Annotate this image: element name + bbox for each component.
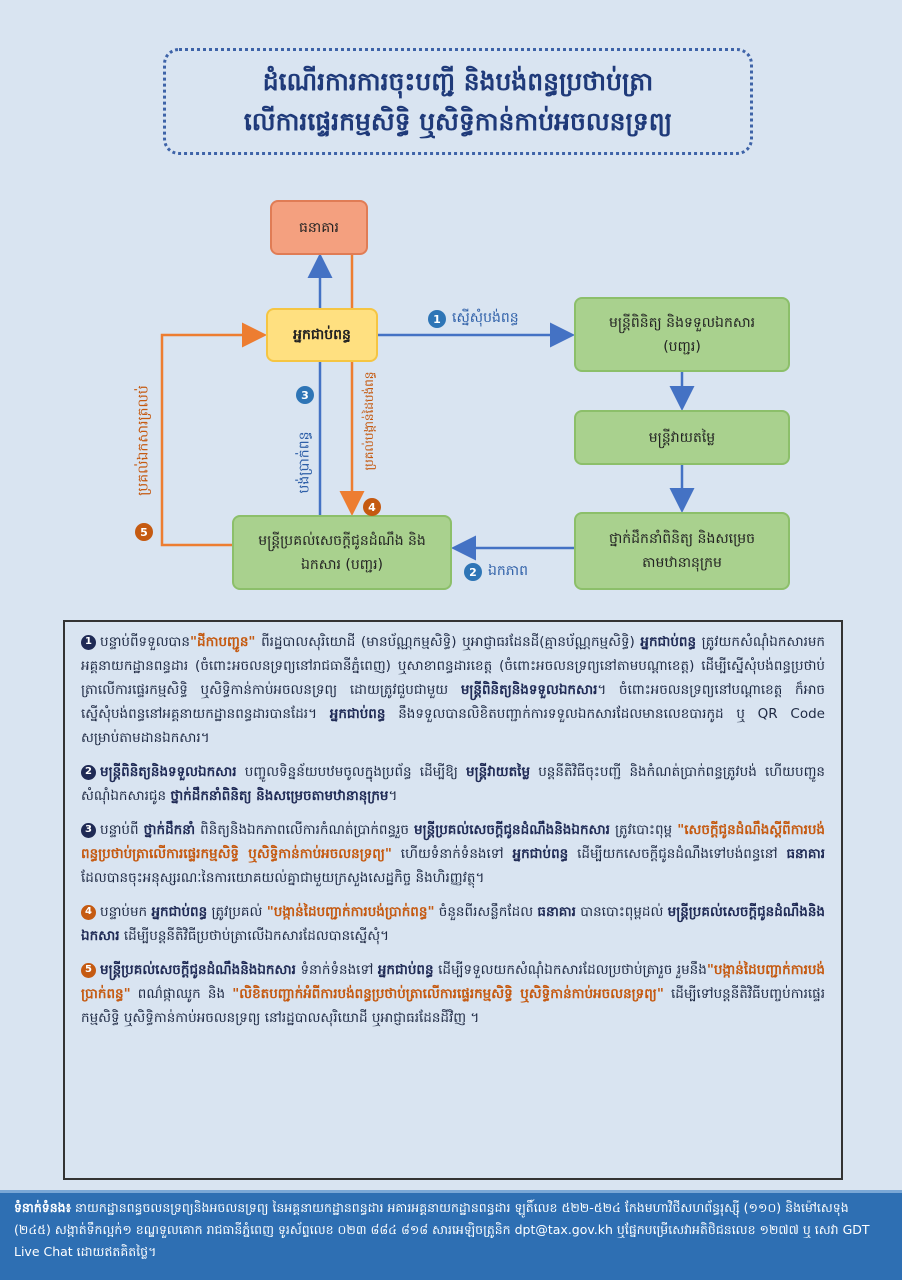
taxpayer-box: អ្នកជាប់ពន្ធ xyxy=(266,308,378,362)
bank-label: ធនាគារ xyxy=(299,219,339,236)
step-4-badge: 4 xyxy=(363,498,381,516)
paragraph-text: បន្ទាប់ពីទទួលបាន xyxy=(100,634,190,650)
role-name: ថ្នាក់ដឹកនាំ xyxy=(143,822,196,838)
paragraph-text: បន្តនីតិវិធីចុះបញ្ជី និងកំណត់ប្រាក់ពន្ធត… xyxy=(81,764,825,804)
bank-box: ធនាគារ xyxy=(270,200,368,255)
paragraph-text: ពីរដ្ឋបាលសុរិយោដី (មានប័ណ្ណកម្មសិទ្ធិ) ឬ… xyxy=(255,634,641,650)
paragraph-text: ហើយទំនាក់ទំនងទៅ xyxy=(391,846,513,862)
role-name: អ្នកជាប់ពន្ធ xyxy=(640,634,697,650)
step-1-label: ស្នើសុំបង់ពន្ធ xyxy=(452,310,519,326)
role-name: មន្ត្រីប្រគល់សេចក្ដីជូនដំណឹងនិងឯកសារ xyxy=(414,822,610,838)
title-box: ដំណើរការការចុះបញ្ជី និងបង់ពន្ធប្រថាប់ត្រ… xyxy=(163,48,753,155)
contact-footer: ទំនាក់ទំនង៖ នាយកដ្ឋានពន្ធចលនទ្រព្យនិងអចល… xyxy=(0,1190,902,1280)
delivery-officer-label: មន្ត្រីប្រគល់សេចក្ដីជូនដំណឹង និងឯកសារ (ប… xyxy=(258,532,426,573)
step-number-badge: 4 xyxy=(81,904,96,920)
quoted-document-name: "បង្កាន់ដៃបញ្ជាក់ការបង់ប្រាក់ពន្ធ" xyxy=(81,962,825,1002)
quoted-document-name: "សេចក្ដីជូនដំណឹងស្ដីពីការបង់ពន្ធប្រថាប់ត… xyxy=(81,822,825,862)
role-name: មន្ត្រីពិនិត្យនិងទទួលឯកសារ xyxy=(460,682,598,698)
role-name: ធនាគារ xyxy=(786,846,825,862)
paragraph-text: បន្ទាប់មក xyxy=(100,904,152,920)
paragraph-text: បន្ទាប់ពី xyxy=(100,822,144,838)
step-2-label: ឯកភាព xyxy=(488,563,528,579)
role-name: មន្ត្រីវាយតម្លៃ xyxy=(466,764,531,780)
quoted-document-name: "លិខិតបញ្ជាក់អំពីការបង់ពន្ធប្រថាប់ត្រាលើ… xyxy=(232,986,664,1002)
contact-label: ទំនាក់ទំនង៖ xyxy=(14,1200,72,1215)
reception-officer-label: មន្ត្រីពិនិត្យ និងទទួលឯកសារ (បញ្ជរ) xyxy=(608,314,756,355)
step-4-label: ប្រគល់បង្កាន់ដៃបង់ពន្ធ xyxy=(362,371,376,471)
delivery-officer-box: មន្ត្រីប្រគល់សេចក្ដីជូនដំណឹង និងឯកសារ (ប… xyxy=(232,515,452,590)
role-name: មន្ត្រីប្រគល់សេចក្ដីជូនដំណឹងនិងឯកសារ xyxy=(81,904,825,944)
step-number-badge: 1 xyxy=(81,634,96,650)
step-5-label: ប្រគល់ឯកសារត្រលប់ xyxy=(135,385,152,496)
arrow-step-5 xyxy=(160,322,267,547)
valuation-officer-label: មន្ត្រីវាយតម្លៃ xyxy=(648,429,716,446)
paragraph-text: ដើម្បីទទួលយកសំណុំឯកសារដែលប្រថាប់ត្រារួច … xyxy=(433,962,707,978)
paragraph-text: ត្រូវប្រគល់ xyxy=(207,904,267,920)
role-name: អ្នកជាប់ពន្ធ xyxy=(377,962,434,978)
step-5-badge: 5 xyxy=(135,523,153,541)
quoted-document-name: "ដីកាបញ្ជូន" xyxy=(189,634,256,650)
leadership-box: ថ្នាក់ដឹកនាំពិនិត្យ និងសម្រេច តាមឋានានុក… xyxy=(574,512,790,590)
step-number-badge: 3 xyxy=(81,822,96,838)
paragraph-text: ដើម្បីបន្តនីតិវិធីប្រថាប់ត្រាលើឯកសារដែលប… xyxy=(119,928,390,944)
paragraph-text: ។ xyxy=(388,788,398,804)
role-name: មន្ត្រីប្រគល់សេចក្ដីជូនដំណឹងនិងឯកសារ xyxy=(100,962,296,978)
title-line-2: លើការផ្ទេរកម្មសិទ្ធិ ឬសិទ្ធិកាន់កាប់អចលន… xyxy=(243,106,673,136)
paragraph-text: បានបោះពុម្ពដល់ xyxy=(575,904,668,920)
role-name: មន្ត្រីពិនិត្យនិងទទួលឯកសារ xyxy=(100,764,237,780)
paragraph-text: ត្រូវបោះពុម្ព xyxy=(609,822,678,838)
step-number-badge: 2 xyxy=(81,764,96,780)
paragraph-text: ដើម្បីទៅបន្តនីតិវិធីបញ្ចប់ការផ្ទេរកម្មសិ… xyxy=(81,986,826,1026)
title-line-1: ដំណើរការការចុះបញ្ជី និងបង់ពន្ធប្រថាប់ត្រ… xyxy=(262,66,654,96)
paragraph-text: ចំនួនពីរសន្លឹកដែល xyxy=(434,904,538,920)
role-name: អ្នកជាប់ពន្ធ xyxy=(512,846,569,862)
role-name: អ្នកជាប់ពន្ធ xyxy=(329,706,386,722)
contact-text: នាយកដ្ឋានពន្ធចលនទ្រព្យនិងអចលនទ្រព្យ នៃអគ… xyxy=(14,1200,870,1259)
role-name: អ្នកជាប់ពន្ធ xyxy=(151,904,208,920)
quoted-document-name: "បង្កាន់ដៃបញ្ជាក់ការបង់ប្រាក់ពន្ធ" xyxy=(266,904,435,920)
paragraph-text: ត្រូវយកសំណុំឯកសារមកអគ្គនាយកដ្ឋានពន្ធដារ … xyxy=(81,634,826,698)
reception-officer-box: មន្ត្រីពិនិត្យ និងទទួលឯកសារ (បញ្ជរ) xyxy=(574,297,790,372)
role-name: ធនាគារ xyxy=(537,904,576,920)
taxpayer-label: អ្នកជាប់ពន្ធ xyxy=(293,327,351,343)
valuation-officer-box: មន្ត្រីវាយតម្លៃ xyxy=(574,410,790,465)
paragraph-text: ដើម្បីយកសេចក្ដីជូនដំណឹងទៅបង់ពន្ធនៅ xyxy=(568,846,787,862)
paragraph-text: ពណ៌ផ្កាឈូក និង xyxy=(130,986,233,1002)
paragraph-text: ដែលបានចុះអនុស្សរណៈនៃការយោគយល់គ្នាជាមួយក្… xyxy=(81,870,485,886)
flow-arrows xyxy=(160,253,695,561)
step-2-badge: 2 xyxy=(464,563,482,581)
step-3-badge: 3 xyxy=(296,386,314,404)
role-name: ថ្នាក់ដឹកនាំពិនិត្យ និងសម្រេចតាមឋានានុក្… xyxy=(170,788,389,804)
step-number-badge: 5 xyxy=(81,962,96,978)
step-3-label: បង់ប្រាក់ពន្ធ xyxy=(296,431,313,494)
leadership-label: ថ្នាក់ដឹកនាំពិនិត្យ និងសម្រេច តាមឋានានុក… xyxy=(608,531,756,571)
paragraph-text: ពិនិត្យនិងឯកភាពលើការកំណត់ប្រាក់ពន្ធរួច xyxy=(195,822,415,838)
paragraph-text: ទំនាក់ទំនងទៅ xyxy=(295,962,378,978)
paragraph-text: បញ្ចូលទិន្នន័យបឋមចូលក្នុងប្រព័ន្ធ ដើម្បី… xyxy=(236,764,467,780)
paragraph-text: នឹងទទួលបានលិខិតបញ្ជាក់ការទទួលឯកសារដែលមាន… xyxy=(81,706,825,746)
step-1-badge: 1 xyxy=(428,310,446,328)
paragraph-text: ។ ចំពោះអចលនទ្រព្យនៅបណ្ដាខេត្ត ក៏អាចស្នើស… xyxy=(81,682,825,722)
